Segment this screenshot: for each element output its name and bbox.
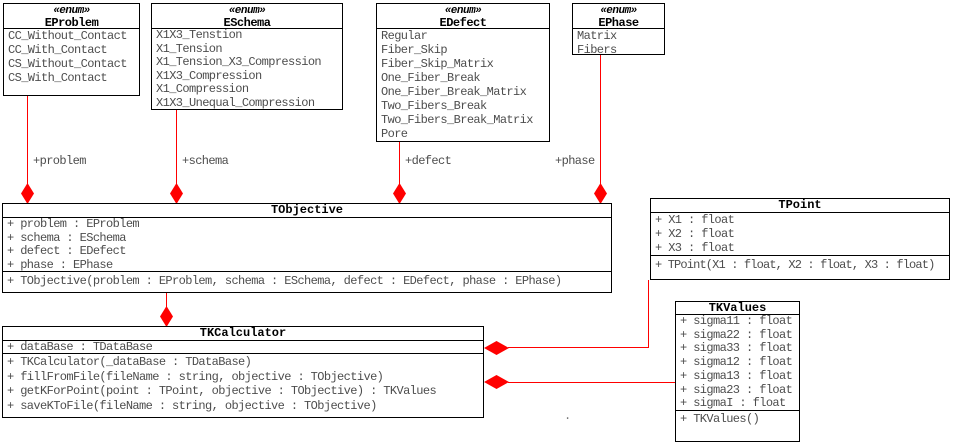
enum-literal: Regular [381, 29, 428, 43]
composition-diamond-icon [21, 183, 34, 204]
class-attribute: + dataBase : TDataBase [7, 341, 153, 354]
edge-label-schema: +schema [182, 154, 229, 168]
enum-literal: Matrix [577, 29, 617, 43]
enum-literal: CC_With_Contact [8, 43, 108, 57]
composition-diamond-icon [484, 341, 509, 355]
class-attribute: + defect : EDefect [7, 244, 126, 258]
edge-point-calculator-vline [648, 280, 649, 348]
composition-diamond-icon [393, 183, 406, 204]
class-tkcalculator-attributes: + dataBase : TDataBase [3, 341, 483, 354]
class-tpoint-methods: + TPoint(X1 : float, X2 : float, X3 : fl… [651, 256, 949, 272]
enum-literal: X1X3_Compression [156, 68, 262, 83]
composition-diamond-icon [170, 183, 183, 204]
class-node-tpoint[interactable]: TPoint + X1 : float + X2 : float + X3 : … [650, 198, 950, 280]
class-method: + saveKToFile(fileName : string, objecti… [7, 398, 377, 413]
class-attribute: + problem : EProblem [7, 218, 140, 231]
class-attribute: + schema : ESchema [7, 230, 126, 245]
class-attribute: + sigma13 : float [680, 368, 793, 383]
stereotype-label: «enum» [228, 5, 266, 17]
enum-node-eproblem[interactable]: «enum» EProblem CC_Without_Contact CC_Wi… [3, 3, 140, 96]
enum-eproblem-literals: CC_Without_Contact CC_With_Contact CS_Wi… [4, 29, 139, 85]
edge-defect-line [399, 142, 400, 184]
class-method: + TKValues() [680, 412, 760, 426]
edge-phase-line [600, 55, 601, 184]
class-attribute: + sigma33 : float [680, 341, 793, 356]
class-method: + TKCalculator(_dataBase : TDataBase) [7, 355, 252, 369]
class-attribute: + sigma11 : float [680, 315, 793, 328]
class-tpoint-title: TPoint [651, 199, 949, 213]
class-attribute: + X2 : float [655, 227, 735, 241]
enum-literal: Fibers [577, 43, 617, 57]
enum-literal: One_Fiber_Break_Matrix [381, 85, 527, 99]
class-method: + TPoint(X1 : float, X2 : float, X3 : fl… [655, 258, 935, 272]
class-node-tkvalues[interactable]: TKValues + sigma11 : float + sigma22 : f… [675, 301, 800, 442]
enum-name-eproblem: EProblem [44, 16, 99, 29]
stereotype-label: «enum» [53, 5, 90, 17]
class-tobjective-methods: + TObjective(problem : EProblem, schema … [3, 272, 611, 288]
enum-node-eschema[interactable]: «enum» ESchema X1X3_Tenstion X1_Tension … [151, 3, 343, 110]
class-tkvalues-title: TKValues [676, 302, 799, 315]
class-tobjective-attributes: + problem : EProblem + schema : ESchema … [3, 218, 611, 272]
edge-point-calculator-hline [508, 347, 649, 348]
class-attribute: + X1 : float [655, 213, 735, 227]
enum-literal: Fiber_Skip_Matrix [381, 57, 494, 71]
class-tkcalculator-methods: + TKCalculator(_dataBase : TDataBase) + … [3, 354, 483, 413]
enum-ephase-literals: Matrix Fibers [573, 29, 664, 57]
enum-literal: CC_Without_Contact [8, 29, 127, 43]
class-tkcalculator-title: TKCalculator [3, 327, 483, 341]
edge-values-calculator-hline [508, 382, 676, 383]
enum-ephase-title: «enum» EPhase [573, 4, 664, 29]
enum-literal: CS_With_Contact [8, 71, 108, 85]
composition-diamond-icon [484, 375, 509, 389]
enum-literal: X1_Compression [156, 82, 249, 96]
composition-diamond-icon [594, 183, 607, 204]
enum-literal: CS_Without_Contact [8, 57, 127, 71]
stereotype-label: «enum» [444, 5, 482, 17]
edge-problem-line [27, 96, 28, 184]
enum-literal: X1X3_Tenstion [156, 29, 242, 42]
edge-objective-calculator-line [166, 293, 167, 307]
enum-node-edefect[interactable]: «enum» EDefect Regular Fiber_Skip Fiber_… [376, 3, 550, 142]
class-attribute: + phase : EPhase [7, 257, 113, 272]
enum-literal: Two_Fibers_Break_Matrix [381, 113, 533, 127]
stray-dot: . [564, 409, 572, 423]
class-method: + TObjective(problem : EProblem, schema … [7, 274, 562, 288]
enum-name-edefect: EDefect [439, 16, 487, 29]
class-tpoint-attributes: + X1 : float + X2 : float + X3 : float [651, 213, 949, 256]
enum-literal: Pore [381, 127, 408, 141]
enum-eschema-literals: X1X3_Tenstion X1_Tension X1_Tension_X3_C… [152, 29, 342, 110]
class-attribute: + sigma23 : float [680, 382, 793, 397]
enum-eproblem-title: «enum» EProblem [4, 4, 139, 29]
enum-eschema-title: «enum» ESchema [152, 4, 342, 29]
class-tkvalues-methods: + TKValues() [676, 411, 799, 426]
enum-edefect-literals: Regular Fiber_Skip Fiber_Skip_Matrix One… [377, 29, 549, 141]
class-node-tobjective[interactable]: TObjective + problem : EProblem + schema… [2, 203, 612, 293]
edge-label-problem: +problem [33, 154, 86, 168]
enum-name-eschema: ESchema [223, 16, 271, 29]
edge-label-phase: +phase [555, 154, 595, 168]
enum-name-ephase: EPhase [598, 16, 639, 29]
composition-diamond-icon [160, 306, 173, 327]
enum-literal: X1X3_Unequal_Compression [156, 95, 315, 110]
class-tobjective-title: TObjective [3, 204, 611, 218]
class-tkvalues-attributes: + sigma11 : float + sigma22 : float + si… [676, 315, 799, 411]
edge-schema-line [176, 110, 177, 184]
class-method: + getKForPoint(point : TPoint, objective… [7, 384, 437, 398]
class-attribute: + X3 : float [655, 241, 735, 255]
enum-edefect-title: «enum» EDefect [377, 4, 549, 29]
enum-literal: One_Fiber_Break [381, 71, 481, 85]
class-node-tkcalculator[interactable]: TKCalculator + dataBase : TDataBase + TK… [2, 326, 484, 418]
class-attribute: + sigma22 : float [680, 327, 793, 342]
enum-node-ephase[interactable]: «enum» EPhase Matrix Fibers [572, 3, 665, 57]
enum-literal: Fiber_Skip [381, 43, 448, 57]
class-method: + fillFromFile(fileName : string, object… [7, 369, 384, 384]
enum-literal: Two_Fibers_Break [381, 99, 487, 113]
class-attribute: + sigmaI : float [680, 396, 786, 411]
edge-label-defect: +defect [405, 154, 452, 168]
class-attribute: + sigma12 : float [680, 355, 793, 370]
enum-literal: X1_Tension [156, 41, 223, 56]
stereotype-label: «enum» [600, 5, 637, 17]
enum-literal: X1_Tension_X3_Compression [156, 55, 322, 69]
